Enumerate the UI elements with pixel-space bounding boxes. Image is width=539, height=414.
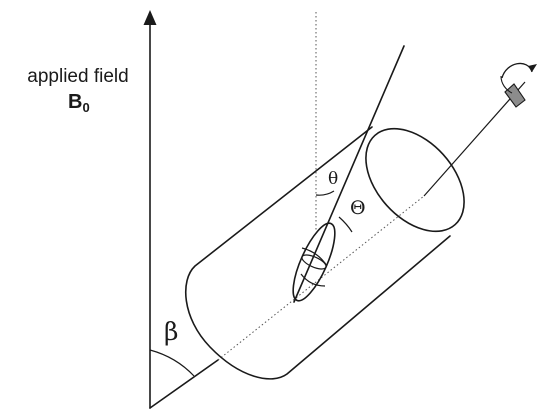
beta-label: β (164, 317, 178, 346)
field-symbol-label: B0 (68, 91, 90, 115)
cylinder-body (184, 126, 451, 380)
theta-small-angle-arc (315, 190, 335, 196)
applied-field-label: applied field (27, 66, 128, 87)
theta-small-label: θ (328, 169, 338, 189)
rotation-axis-lower (149, 359, 219, 409)
rotation-arrow-icon (500, 62, 537, 108)
theta-vector-line (293, 45, 405, 303)
beta-angle-arc (149, 349, 195, 377)
rotation-axis-upper (423, 81, 526, 197)
spin-ellipsoid (292, 222, 336, 302)
theta-large-angle-arc (338, 216, 353, 233)
cylinder-end-cap (365, 127, 465, 233)
theta-large-label: Θ (350, 197, 366, 219)
field-axis-arrowhead (143, 10, 157, 25)
